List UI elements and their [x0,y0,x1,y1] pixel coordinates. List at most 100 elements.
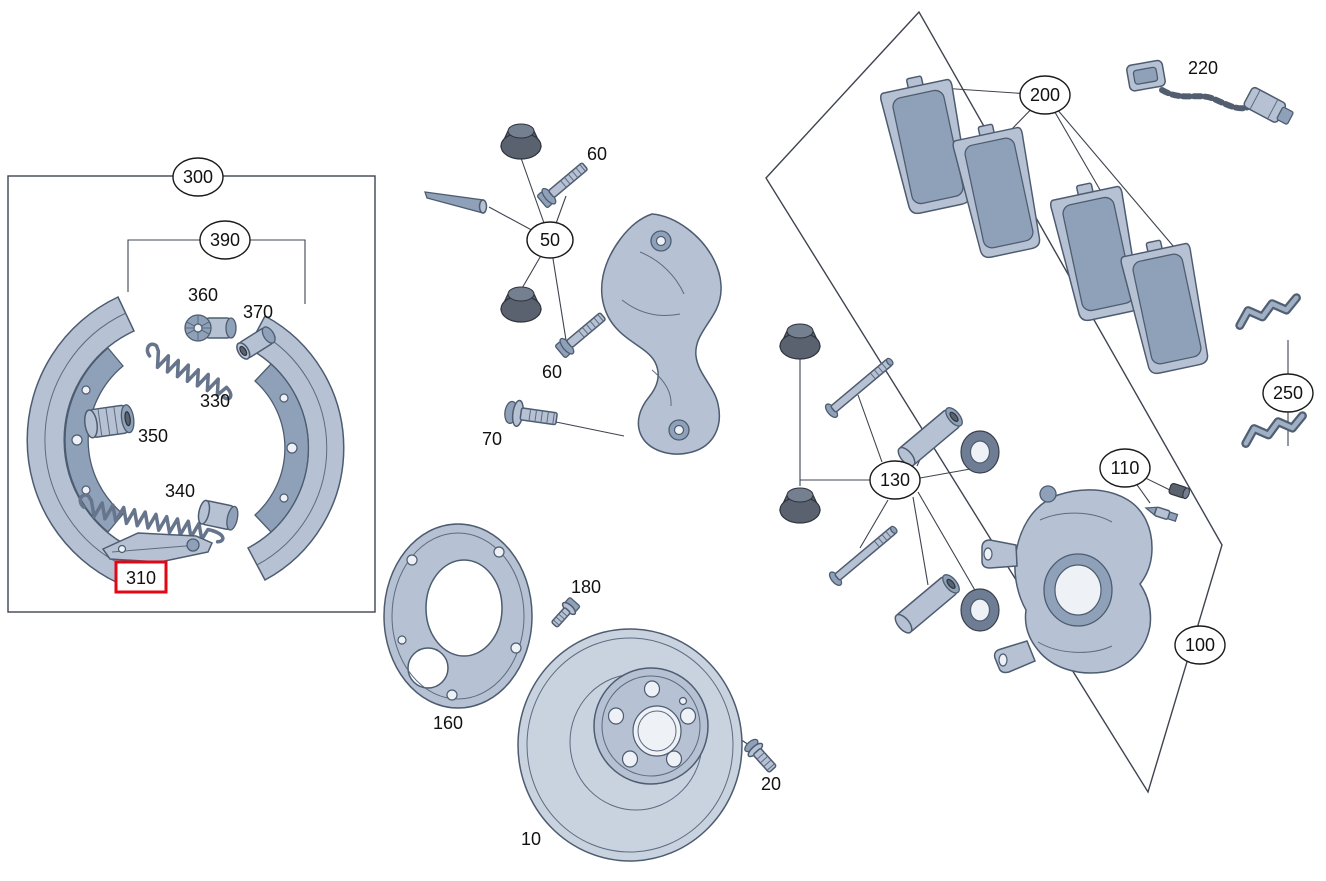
lug-hole [607,707,625,725]
callout-220[interactable]: 220 [1188,58,1218,78]
sleeve-ribs [97,406,119,436]
sleeve-bore [124,411,131,427]
bolt-threads [528,409,555,425]
guide-pin-130-bottom [826,521,902,589]
caliper-carrier [600,213,722,455]
guide-pin-130-top [822,353,898,421]
callout-130-bubble [869,460,921,500]
sleeve-370 [236,326,276,360]
carrier-group [424,123,722,455]
callout-310[interactable]: 310 [114,560,168,594]
brake-caliper-100 [981,485,1153,674]
shoe-right-web [254,363,310,533]
spring-330 [145,342,233,401]
caliper-ear-hole [998,653,1008,667]
adjuster-hole [193,323,203,333]
callout-250[interactable]: 250 [1262,373,1314,413]
callout-110[interactable]: 110 [1099,448,1151,488]
callout-300[interactable]: 300 [172,157,224,197]
seal-130-top [960,430,1000,474]
wear-sensor-220 [1126,59,1294,125]
bolt-shank [519,407,558,426]
lug-hole [665,750,683,768]
connector-lines [1249,89,1279,120]
shoe-right-hole [286,442,298,454]
bleeder-cap-110 [1168,482,1190,500]
carrier-boss-hole [673,424,685,436]
adjuster-360 [184,314,237,342]
lever-edge-line [111,544,199,553]
connector-tip [1276,106,1294,125]
callout-370[interactable]: 370 [243,302,273,322]
callout-20[interactable]: 20 [761,774,781,794]
brake-shoe-right [246,314,345,582]
callout-180[interactable]: 180 [571,577,601,597]
lever-pivot [186,538,200,552]
callout-100-bubble [1174,625,1226,665]
bleeder-hex [1166,511,1179,523]
bolt-shank [753,748,777,773]
callout-50[interactable]: 50 [526,221,574,259]
lug-hole [621,750,639,768]
connector-socket [1132,66,1159,85]
callout-10[interactable]: 10 [521,829,541,849]
group-100-frame [765,10,1223,794]
plate-hole [510,642,522,654]
bolt-threads [756,752,775,771]
carrier-body [600,213,722,455]
sensor-connector-left [1126,59,1166,92]
backing-plate-160 [383,523,533,709]
callout-250-label: 250 [1273,383,1303,403]
shoe-right-hole [279,493,289,503]
callout-310-label: 310 [126,568,156,588]
callout-250-bubble [1262,373,1314,413]
screw-shank [551,607,571,628]
callout-360[interactable]: 360 [188,285,218,305]
callout-130[interactable]: 130 [869,460,921,500]
pin-body [424,191,484,214]
callout-200[interactable]: 200 [1019,75,1071,115]
shoe-left-lining-line [44,312,127,568]
adjuster-end [225,317,237,339]
sleeve-130-top [894,404,967,470]
lug-hole [679,707,697,725]
pad-retainer-spring-2 [1243,415,1306,444]
pin-end [478,199,488,214]
brake-pad-2 [949,117,1047,261]
caliper-bore-opening [1054,564,1102,616]
cap-end [1182,487,1190,500]
pad-group [877,59,1306,444]
disc-hat-line [601,675,701,777]
callout-350[interactable]: 350 [138,426,168,446]
shoe-left-hole [71,434,83,446]
spring-340 [78,493,225,544]
callout-390-bubble [199,220,251,260]
callout-60-bottom[interactable]: 60 [542,362,562,382]
callout-110-label: 110 [1111,458,1140,478]
lever-310 [101,532,213,563]
callout-70[interactable]: 70 [482,429,502,449]
plate-contour [391,532,525,700]
callout-330[interactable]: 330 [200,391,230,411]
shoe-left-web [64,347,124,533]
callout-160[interactable]: 160 [433,713,463,733]
guide-pin-boot-bottom [500,286,542,323]
shoe-left-hole [81,385,91,395]
taper-pin [424,191,488,214]
boot-130-top [779,323,821,360]
pad-retainer-spring-1 [1237,297,1300,326]
carrier-contours [621,251,685,407]
sleeve-cap [226,505,239,531]
set-screw-hole [678,696,688,706]
screw-threads [552,610,568,626]
bolt-70 [504,399,558,428]
callout-390[interactable]: 390 [199,220,251,260]
leader-70 [555,421,625,437]
boot-130-bottom [779,487,821,524]
plate-hole [397,635,407,645]
callout-340[interactable]: 340 [165,481,195,501]
lug-hole [643,680,661,698]
callout-100[interactable]: 100 [1174,625,1226,665]
callout-60-top[interactable]: 60 [587,144,607,164]
